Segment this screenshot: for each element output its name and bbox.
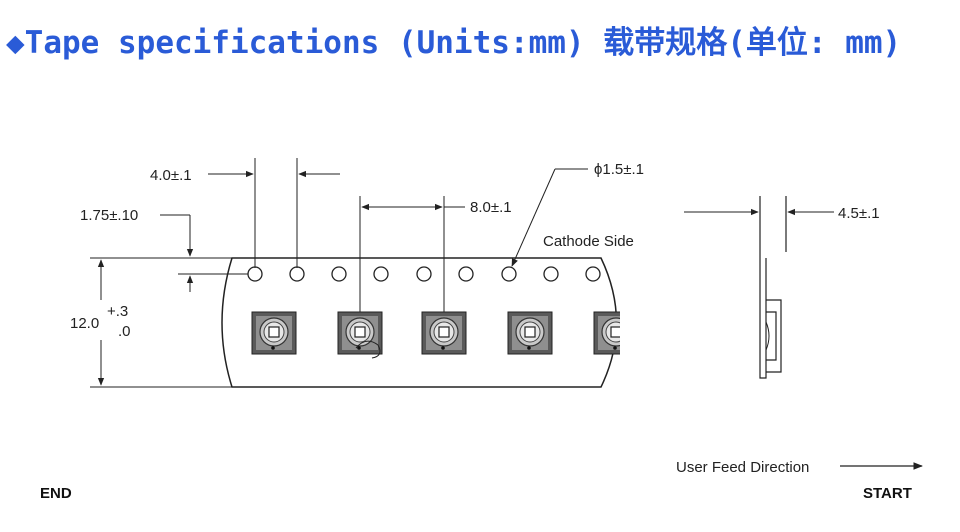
dim-edge-to-hole: 1.75±.10 (80, 207, 138, 224)
heading-text: Tape specifications (Units:mm) 载带规格(单位: … (24, 25, 902, 61)
pocket (251, 311, 297, 355)
pocket (593, 311, 620, 355)
sprocket-hole (585, 266, 601, 282)
sprocket-hole (501, 266, 517, 282)
dim-tape-width: 12.0 (70, 315, 99, 332)
pocket (421, 311, 467, 355)
cathode-side-label: Cathode Side (543, 233, 634, 250)
sprocket-hole (543, 266, 559, 282)
pocket (507, 311, 553, 355)
tape-body (221, 257, 618, 388)
dim-hole-pitch: 4.0±.1 (150, 167, 192, 184)
component-pockets (251, 311, 620, 355)
sprocket-hole (331, 266, 347, 282)
feed-direction-label: User Feed Direction (676, 459, 809, 476)
dim-hole-diameter: ϕ1.5±.1 (594, 161, 644, 178)
sprocket-hole (373, 266, 389, 282)
page-heading: ◆Tape specifications (Units:mm) 载带规格(单位:… (6, 8, 956, 78)
sprocket-hole (247, 266, 263, 282)
end-label: END (40, 485, 72, 502)
sprocket-hole (458, 266, 474, 282)
sprocket-hole (289, 266, 305, 282)
sprocket-hole (416, 266, 432, 282)
sprocket-holes (247, 266, 601, 282)
pocket (337, 311, 383, 355)
dim-pocket-depth: 4.5±.1 (838, 205, 880, 222)
start-label: START (863, 485, 912, 502)
tape-side-view (759, 196, 787, 379)
dim-pocket-pitch: 8.0±.1 (470, 199, 512, 216)
diamond-bullet-icon: ◆ (6, 25, 25, 61)
dim-tape-width-tol-minus: .0 (118, 323, 131, 340)
dim-tape-width-tol-plus: +.3 (107, 303, 128, 320)
